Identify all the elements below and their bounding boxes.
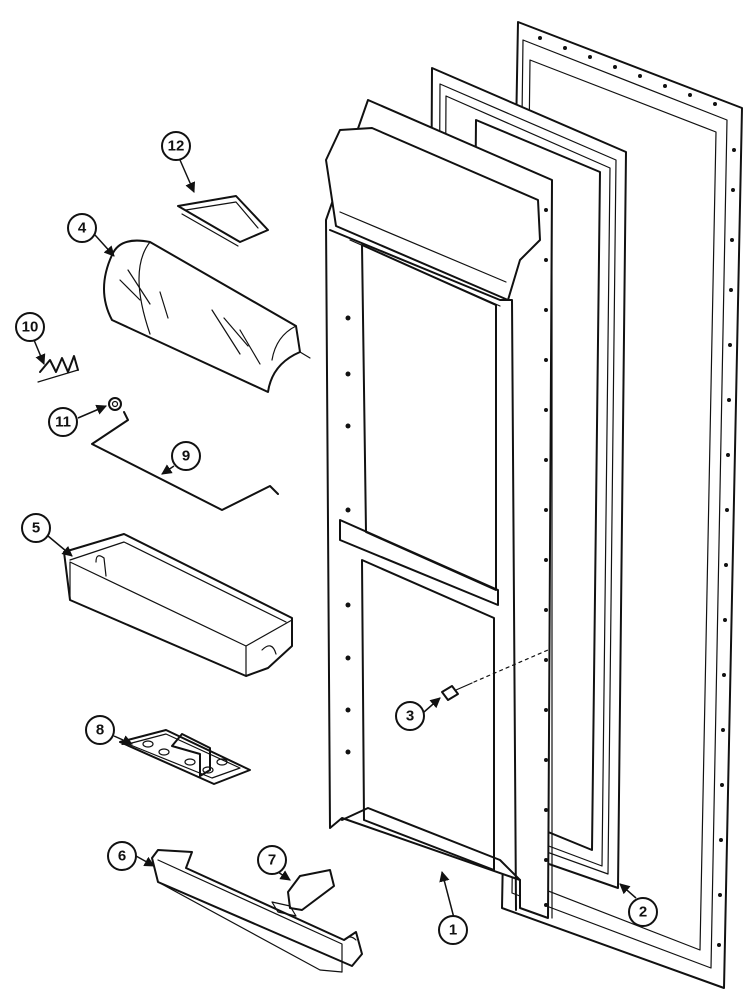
bin-bracket — [271, 869, 335, 917]
callout-8: 8 — [85, 715, 115, 745]
callout-1: 1 — [438, 915, 468, 945]
callout-6-label: 6 — [118, 848, 126, 865]
callout-9-label: 9 — [182, 448, 190, 465]
callout-7: 7 — [257, 845, 287, 875]
leader-lines — [33, 159, 637, 919]
callout-9: 9 — [171, 441, 201, 471]
callout-5: 5 — [21, 513, 51, 543]
callout-10: 10 — [15, 312, 45, 342]
glass-shelf-cover — [103, 239, 311, 393]
wire-rod — [91, 411, 279, 511]
callout-1-label: 1 — [449, 922, 457, 939]
callout-2-label: 2 — [639, 904, 647, 921]
bushing — [108, 397, 122, 411]
callout-3: 3 — [395, 701, 425, 731]
door-liner — [325, 99, 553, 919]
callout-12: 12 — [161, 131, 191, 161]
callout-11-label: 11 — [55, 414, 71, 431]
liner-screw-holes — [345, 208, 548, 907]
egg-tray — [119, 729, 251, 785]
lower-door-bin — [151, 849, 363, 973]
spring-part — [37, 355, 79, 383]
callout-10-label: 10 — [22, 319, 39, 336]
callout-12-label: 12 — [168, 138, 185, 155]
callout-2: 2 — [628, 897, 658, 927]
callout-6: 6 — [107, 841, 137, 871]
door-bin — [63, 533, 293, 677]
callout-11: 11 — [48, 407, 78, 437]
callout-8-label: 8 — [96, 722, 104, 739]
callout-7-label: 7 — [268, 852, 276, 869]
screw — [441, 649, 549, 701]
callout-5-label: 5 — [32, 520, 40, 537]
callout-3-label: 3 — [406, 708, 414, 725]
callout-4-label: 4 — [78, 220, 87, 237]
callout-4: 4 — [67, 213, 97, 243]
dispenser-cover — [177, 195, 269, 247]
